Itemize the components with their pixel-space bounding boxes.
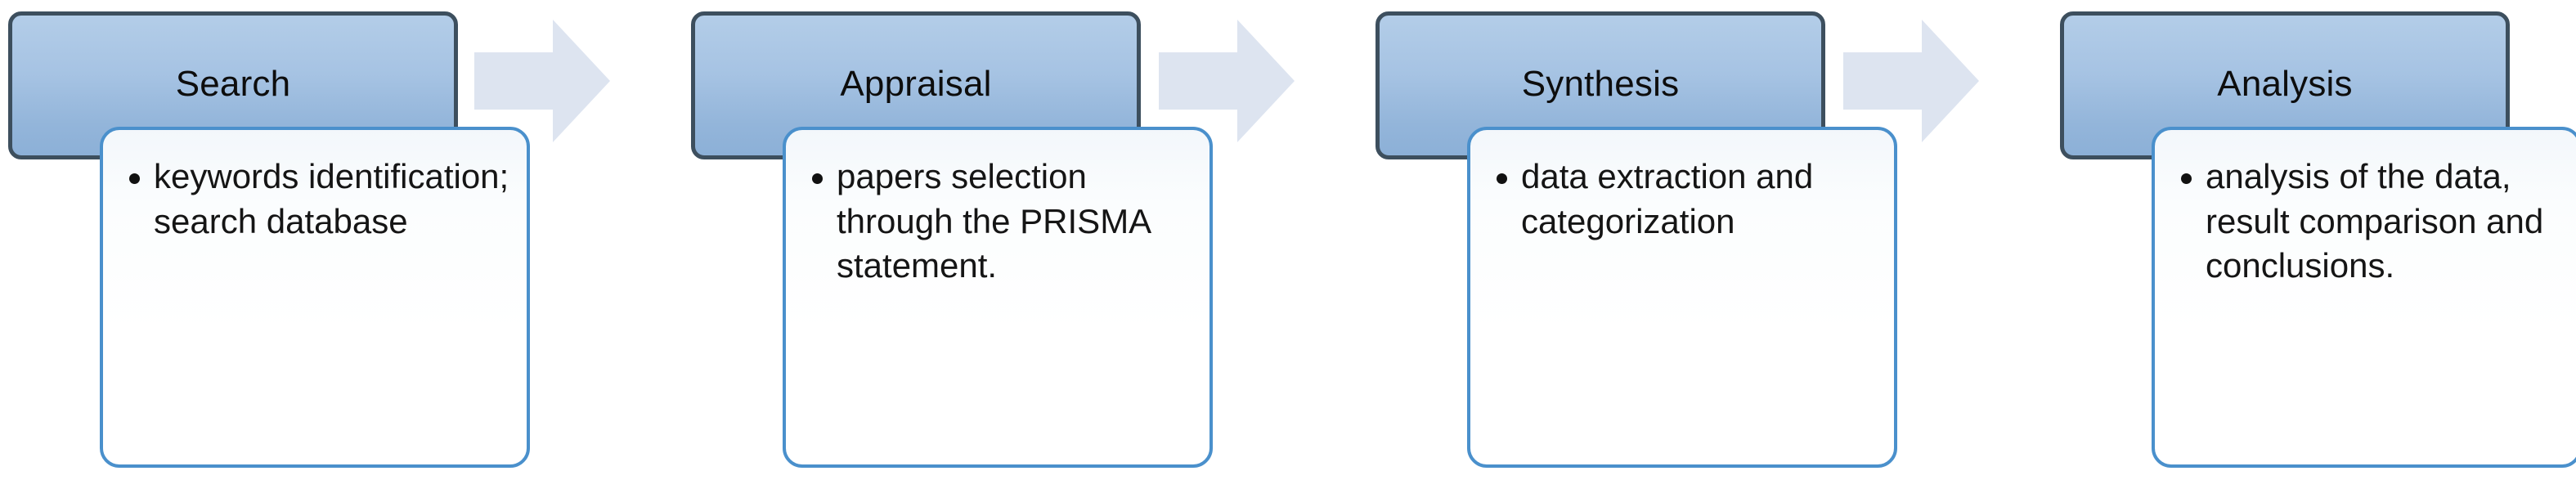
- stage-header-label: Synthesis: [1521, 64, 1680, 105]
- stage-bullet-list: keywords identification; search database: [103, 130, 527, 244]
- stage-bullet-item: papers selection through the PRISMA stat…: [812, 155, 1195, 289]
- flow-arrow-right-icon-1: [474, 20, 610, 142]
- flow-arrow-right-icon-3: [1843, 20, 1979, 142]
- stage-bullet-list: data extraction and categorization: [1470, 130, 1894, 244]
- stage-body-card-1[interactable]: keywords identification; search database: [100, 127, 530, 468]
- stage-body-card-4[interactable]: analysis of the data, result comparison …: [2152, 127, 2576, 468]
- stage-bullet-list: papers selection through the PRISMA stat…: [786, 130, 1209, 289]
- stage-header-label: Analysis: [2217, 64, 2353, 105]
- stage-bullet-item: keywords identification; search database: [129, 155, 512, 244]
- stage-header-label: Appraisal: [840, 64, 992, 105]
- stage-body-card-2[interactable]: papers selection through the PRISMA stat…: [783, 127, 1213, 468]
- flow-arrow-right-icon-2: [1159, 20, 1295, 142]
- stage-header-label: Search: [175, 64, 291, 105]
- stage-bullet-item: analysis of the data, result comparison …: [2181, 155, 2564, 289]
- stage-bullet-list: analysis of the data, result comparison …: [2155, 130, 2576, 289]
- stage-bullet-item: data extraction and categorization: [1497, 155, 1879, 244]
- stage-body-card-3[interactable]: data extraction and categorization: [1467, 127, 1897, 468]
